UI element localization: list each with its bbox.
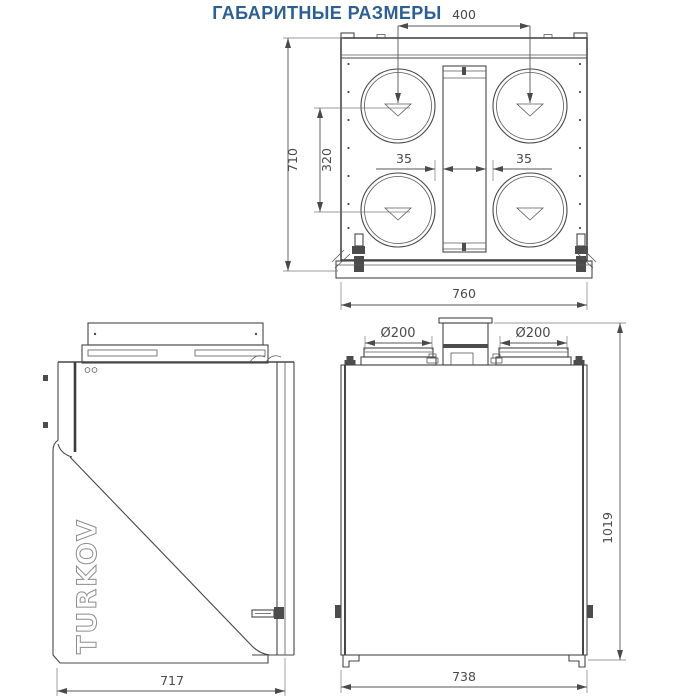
rail-clip-left	[335, 605, 341, 618]
latch-right	[575, 233, 588, 272]
dim-label-35-left: 35	[396, 151, 412, 166]
rail-clip-right	[587, 605, 593, 618]
hinge-left	[84, 367, 91, 373]
dim-label-d200-left: Ø200	[380, 326, 415, 341]
roof-flange	[81, 344, 269, 364]
back-view-drawing: Ø200 Ø200 1019 738	[335, 317, 626, 693]
central-channel	[442, 65, 487, 253]
dim-label-35-right: 35	[516, 151, 532, 166]
dim-400: 400	[395, 7, 533, 103]
front-view-drawing: 400 710 320 35	[283, 7, 597, 310]
flow-triangle	[515, 207, 545, 221]
dim-1019: 1019	[494, 322, 626, 661]
duct-flange-right	[495, 347, 572, 366]
dim-label-400: 400	[452, 7, 476, 22]
screw-dots	[347, 62, 582, 230]
connection-box	[438, 317, 493, 366]
port-bottom-right	[492, 172, 568, 248]
flow-triangle	[383, 207, 413, 221]
door-handle	[251, 607, 284, 619]
dim-710: 710	[283, 37, 344, 272]
dim-35-left: 35	[376, 151, 470, 181]
dim-label-710: 710	[285, 148, 300, 172]
dim-label-760: 760	[452, 286, 476, 301]
bottom-tray	[335, 260, 593, 279]
flow-triangle	[515, 103, 545, 117]
foot-left	[342, 654, 360, 668]
edge-bolt	[43, 422, 48, 428]
dim-label-320: 320	[319, 148, 334, 172]
top-bolts	[344, 353, 585, 365]
casing-outline	[340, 37, 588, 261]
edge-bolt	[43, 375, 48, 381]
dim-717: 717	[56, 658, 286, 696]
dim-label-d200-right: Ø200	[515, 326, 550, 341]
dim-label-738: 738	[452, 669, 476, 684]
dim-760: 760	[340, 282, 588, 310]
dim-label-1019: 1019	[600, 512, 615, 544]
foot-right	[568, 654, 586, 668]
dim-label-717: 717	[160, 673, 184, 688]
page-title: ГАБАРИТНЫЕ РАЗМЕРЫ	[212, 3, 442, 23]
roof-box	[87, 322, 264, 346]
dim-d200-left: Ø200	[364, 326, 433, 350]
dim-d200-right: Ø200	[499, 326, 568, 350]
dim-320: 320	[314, 107, 410, 213]
clip-detail	[265, 355, 282, 363]
latch-left	[352, 233, 365, 272]
turkov-logo: TURKOV	[72, 518, 103, 654]
side-view-drawing: TURKOV 717	[43, 322, 295, 696]
dim-738: 738	[340, 669, 588, 693]
clip-detail	[249, 355, 266, 363]
side-body	[52, 361, 295, 664]
back-body	[340, 364, 588, 656]
flow-triangle	[383, 103, 413, 117]
hinge-right	[91, 367, 98, 373]
duct-flange-left	[360, 347, 437, 366]
port-bottom-left	[360, 172, 436, 248]
dim-35-right: 35	[459, 151, 552, 181]
